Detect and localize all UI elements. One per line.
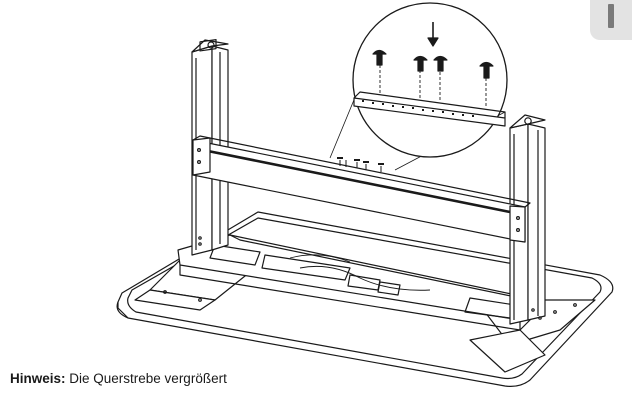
screw-icon [479,61,494,79]
page-side-tab [590,0,632,40]
caption-note: Hinweis: Die Querstrebe vergrößert [10,371,227,386]
screw-icon [372,49,387,66]
zoom-line-left [329,94,357,159]
crossbar [192,135,531,243]
caption-text: Die Querstrebe vergrößert [65,371,227,386]
caption-label: Hinweis: [10,371,66,386]
crossbar-screws [337,157,384,172]
bottom-frame [177,234,541,331]
screw-icon [413,55,428,72]
screw-icon [433,55,448,72]
arrow-down-icon [427,22,439,47]
bookmark-tab-icon [608,4,614,28]
detail-circle [352,2,508,158]
